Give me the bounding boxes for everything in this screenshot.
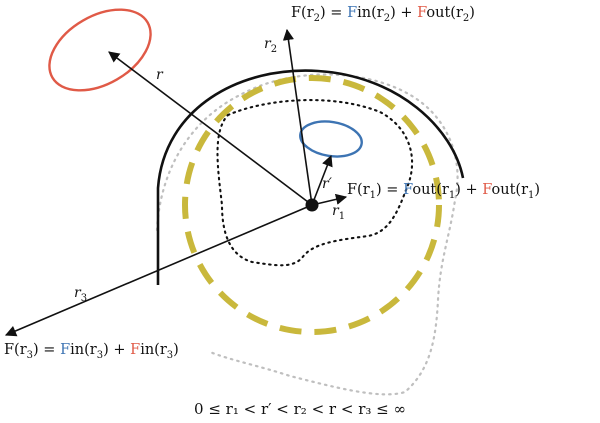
equation-middle: F(r1) = Fout(r1) + Fout(r1) <box>347 182 540 201</box>
label-r2: r2 <box>264 36 277 55</box>
equation-bottom: F(r3) = Fin(r3) + Fin(r3) <box>4 342 179 361</box>
vector-r <box>108 51 313 206</box>
label-r: r <box>156 67 164 83</box>
label-r-prime: r′ <box>322 176 333 192</box>
origin-point <box>305 198 319 212</box>
outer-boundary-arc <box>156 69 465 285</box>
head-outline <box>155 73 459 396</box>
radius-ordering-caption: 0 ≤ r₁ < r′ < r₂ < r < r₃ ≤ ∞ <box>194 400 406 418</box>
inner-dotted-surface <box>216 99 414 267</box>
measurement-sphere <box>182 75 442 335</box>
vector-r-prime <box>311 154 333 206</box>
vector-r2 <box>282 28 313 206</box>
label-r1: r1 <box>332 203 345 222</box>
label-r3: r3 <box>74 285 87 304</box>
inner-source-ellipse <box>299 120 363 158</box>
outer-source-ellipse <box>48 8 152 92</box>
equation-top: F(r2) = Fin(r2) + Fout(r2) <box>291 5 475 24</box>
vector-r3 <box>4 204 313 337</box>
